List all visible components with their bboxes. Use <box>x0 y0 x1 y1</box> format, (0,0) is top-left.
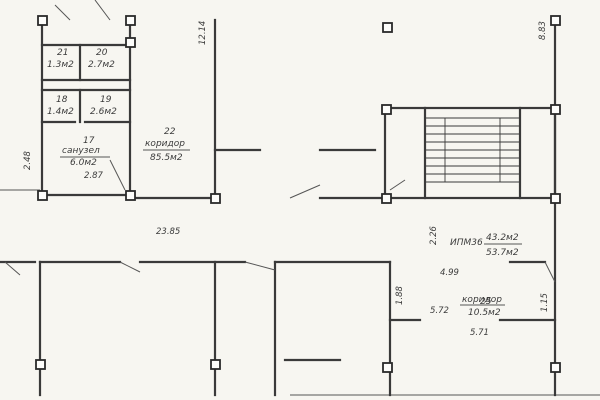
dimension-labels: 12.14 8.83 2.48 2.87 23.85 2.26 4.99 1.8… <box>23 21 550 338</box>
column <box>210 359 221 370</box>
room-number: 25 <box>480 297 492 307</box>
room-area: 2.7м2 <box>88 60 115 70</box>
stair-steps <box>425 117 520 183</box>
room-labels: 21 1.3м2 20 2.7м2 18 1.4м2 19 2.6м2 17 с… <box>47 48 505 318</box>
room-area: 1.4м2 <box>47 107 74 117</box>
column <box>381 193 392 204</box>
dimension: 5.72 <box>430 306 449 316</box>
column <box>125 37 136 48</box>
ipm-label: ИПМ36 43.2м2 53.7м2 <box>450 233 522 258</box>
dimension: 1.88 <box>395 285 405 305</box>
dimension: 23.85 <box>156 227 180 237</box>
column <box>550 15 561 26</box>
ipm-area-b: 53.7м2 <box>486 248 519 258</box>
column <box>125 190 136 201</box>
room-area: 10.5м2 <box>468 308 501 318</box>
room-area: 6.0м2 <box>70 158 97 168</box>
dimension: 12.14 <box>198 21 208 45</box>
room-number: 22 <box>164 127 176 137</box>
room-area: 85.5м2 <box>150 153 183 163</box>
room-name: коридор <box>145 139 185 149</box>
column <box>37 15 48 26</box>
room-number: 17 <box>83 136 95 146</box>
column <box>125 15 136 26</box>
column <box>210 193 221 204</box>
dimension: 5.71 <box>470 328 489 338</box>
column <box>550 104 561 115</box>
column <box>550 193 561 204</box>
room-number: 21 <box>57 48 68 58</box>
dimension: 1.15 <box>540 293 550 312</box>
room-number: 20 <box>96 48 108 58</box>
lower-walls <box>0 260 557 397</box>
column <box>37 190 48 201</box>
stair-core <box>383 18 557 397</box>
room-name: санузел <box>62 146 100 156</box>
column <box>381 104 392 115</box>
column <box>382 362 393 373</box>
ipm-name: ИПМ36 <box>450 238 483 248</box>
room-number: 18 <box>56 95 68 105</box>
dimension: 2.48 <box>23 150 33 170</box>
dimension: 8.83 <box>538 21 548 40</box>
dimension: 2.26 <box>429 225 439 245</box>
columns <box>35 15 561 373</box>
dimension: 2.87 <box>84 171 104 181</box>
column <box>382 22 393 33</box>
room-area: 1.3м2 <box>47 60 74 70</box>
service-block <box>40 0 132 197</box>
room-area: 2.6м2 <box>90 107 117 117</box>
room-number: 19 <box>100 95 112 105</box>
dimension: 4.99 <box>440 268 459 278</box>
column <box>550 362 561 373</box>
ipm-area-a: 43.2м2 <box>486 233 519 243</box>
room-name: коридор <box>462 295 502 305</box>
column <box>35 359 46 370</box>
central-walls <box>128 18 387 202</box>
